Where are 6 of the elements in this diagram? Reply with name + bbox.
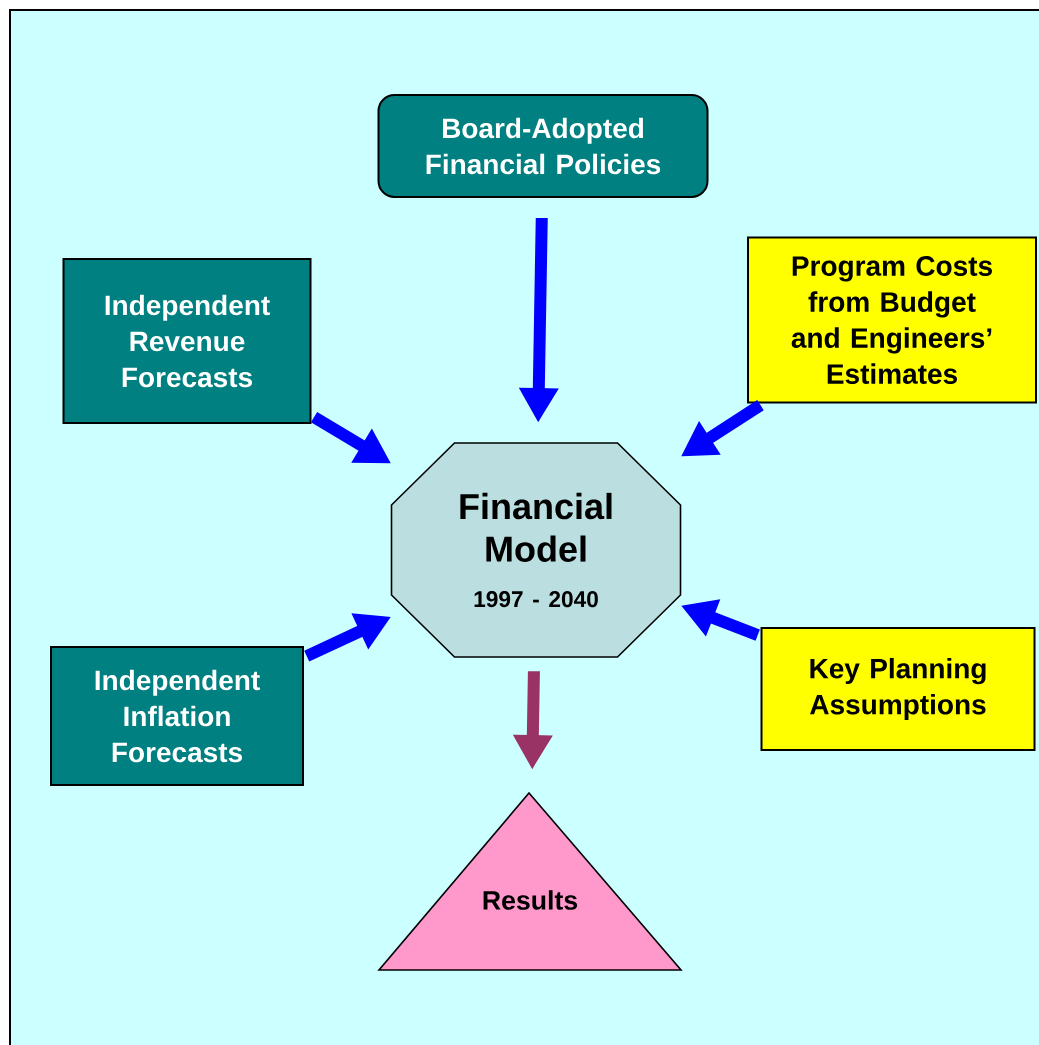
policy-box: Board-Adopted Financial Policies (377, 94, 709, 198)
model-octagon: Financial Model 1997 - 2040 (390, 442, 682, 658)
input-box: Independent Inflation Forecasts (50, 646, 304, 786)
input-box: Independent Revenue Forecasts (62, 258, 312, 424)
input-box: Program Costs from Budget and Engineers’ Estimates (747, 236, 1037, 404)
input-box: Key Planning Assumptions (760, 627, 1036, 751)
